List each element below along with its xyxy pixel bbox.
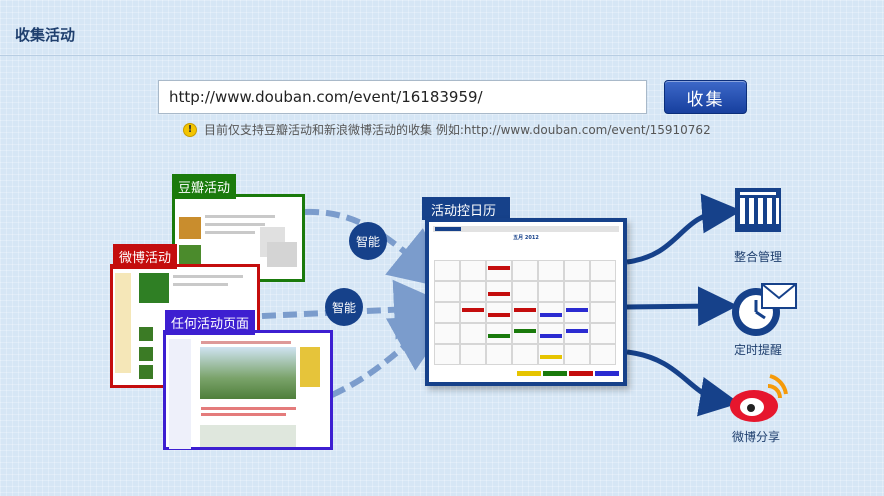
calendar-day-cell [486, 323, 512, 344]
calendar-event [540, 334, 562, 338]
calendar-day-cell [434, 302, 460, 323]
calendar-day-cell [512, 302, 538, 323]
manage-icon [735, 188, 781, 232]
calendar-label: 活动控日历 [422, 197, 510, 220]
remind-label: 定时提醒 [733, 343, 782, 357]
calendar-event [488, 292, 510, 296]
calendar-event [488, 334, 510, 338]
calendar-day-cell [486, 344, 512, 365]
arrow-remind [626, 286, 738, 327]
header-divider [0, 55, 884, 56]
arrow-manage [626, 193, 742, 265]
calendar-toolbar [433, 226, 619, 232]
calendar-day-cell [590, 281, 616, 302]
calendar-month: 五月 2012 [513, 235, 539, 241]
calendar-day-cell [512, 344, 538, 365]
calendar-day-cell [486, 260, 512, 281]
any-page-label: 任何活动页面 [165, 310, 256, 335]
calendar-day-cell [512, 281, 538, 302]
calendar-day-cell [538, 344, 564, 365]
calendar-event [514, 308, 536, 312]
calendar-day-cell [460, 281, 486, 302]
calendar-day-cell [590, 260, 616, 281]
calendar-event [488, 313, 510, 317]
calendar-event [488, 266, 510, 270]
calendar-day-cell [538, 281, 564, 302]
hint-text: 目前仅支持豆瓣活动和新浪微博活动的收集 例如:http://www.douban… [204, 123, 711, 137]
manage-label: 整合管理 [733, 250, 782, 264]
smart-badge-top: 智能 [349, 222, 387, 260]
calendar-day-cell [564, 323, 590, 344]
calendar-day-cell [460, 344, 486, 365]
calendar-legend [543, 371, 567, 376]
calendar-day-cell [512, 260, 538, 281]
calendar-day-cell [538, 323, 564, 344]
weibo-icon [730, 374, 788, 422]
calendar-day-cell [538, 302, 564, 323]
calendar-event [540, 355, 562, 359]
any-page-card [163, 330, 333, 450]
calendar-event [462, 308, 484, 312]
calendar-legend [569, 371, 593, 376]
calendar-day-cell [590, 323, 616, 344]
calendar-day-cell [538, 260, 564, 281]
calendar-day-cell [486, 302, 512, 323]
url-input[interactable] [158, 80, 647, 114]
share-label: 微博分享 [731, 430, 780, 444]
calendar-day-cell [564, 302, 590, 323]
calendar-day-cell [590, 344, 616, 365]
douban-label: 豆瓣活动 [172, 174, 237, 199]
warning-icon: ! [183, 122, 197, 137]
calendar-day-cell [434, 281, 460, 302]
collect-button[interactable]: 收集 [664, 80, 747, 114]
calendar-day-cell [512, 323, 538, 344]
calendar-legend [595, 371, 619, 376]
calendar-day-cell [460, 302, 486, 323]
calendar-card: 五月 2012 [425, 218, 627, 386]
calendar-day-cell [564, 260, 590, 281]
calendar-legend [517, 371, 541, 376]
calendar-day-cell [434, 344, 460, 365]
page-title: 收集活动 [15, 26, 76, 44]
arrow-any [330, 315, 453, 398]
hint: ! 目前仅支持豆瓣活动和新浪微博活动的收集 例如:http://www.doub… [183, 121, 711, 138]
calendar-event [514, 329, 536, 333]
calendar-day-cell [434, 323, 460, 344]
calendar-day-cell [460, 323, 486, 344]
calendar-day-cell [460, 260, 486, 281]
calendar-day-cell [590, 302, 616, 323]
arrow-share [626, 349, 740, 417]
calendar-event [566, 308, 588, 312]
calendar-day-cell [564, 344, 590, 365]
calendar-day-cell [434, 260, 460, 281]
calendar-event [540, 313, 562, 317]
calendar-grid [434, 260, 619, 370]
calendar-event [566, 329, 588, 333]
weibo-label: 微博活动 [113, 244, 178, 269]
calendar-day-cell [486, 281, 512, 302]
calendar-day-cell [564, 281, 590, 302]
smart-badge-middle: 智能 [325, 288, 363, 326]
clock-mail-icon [732, 283, 797, 336]
